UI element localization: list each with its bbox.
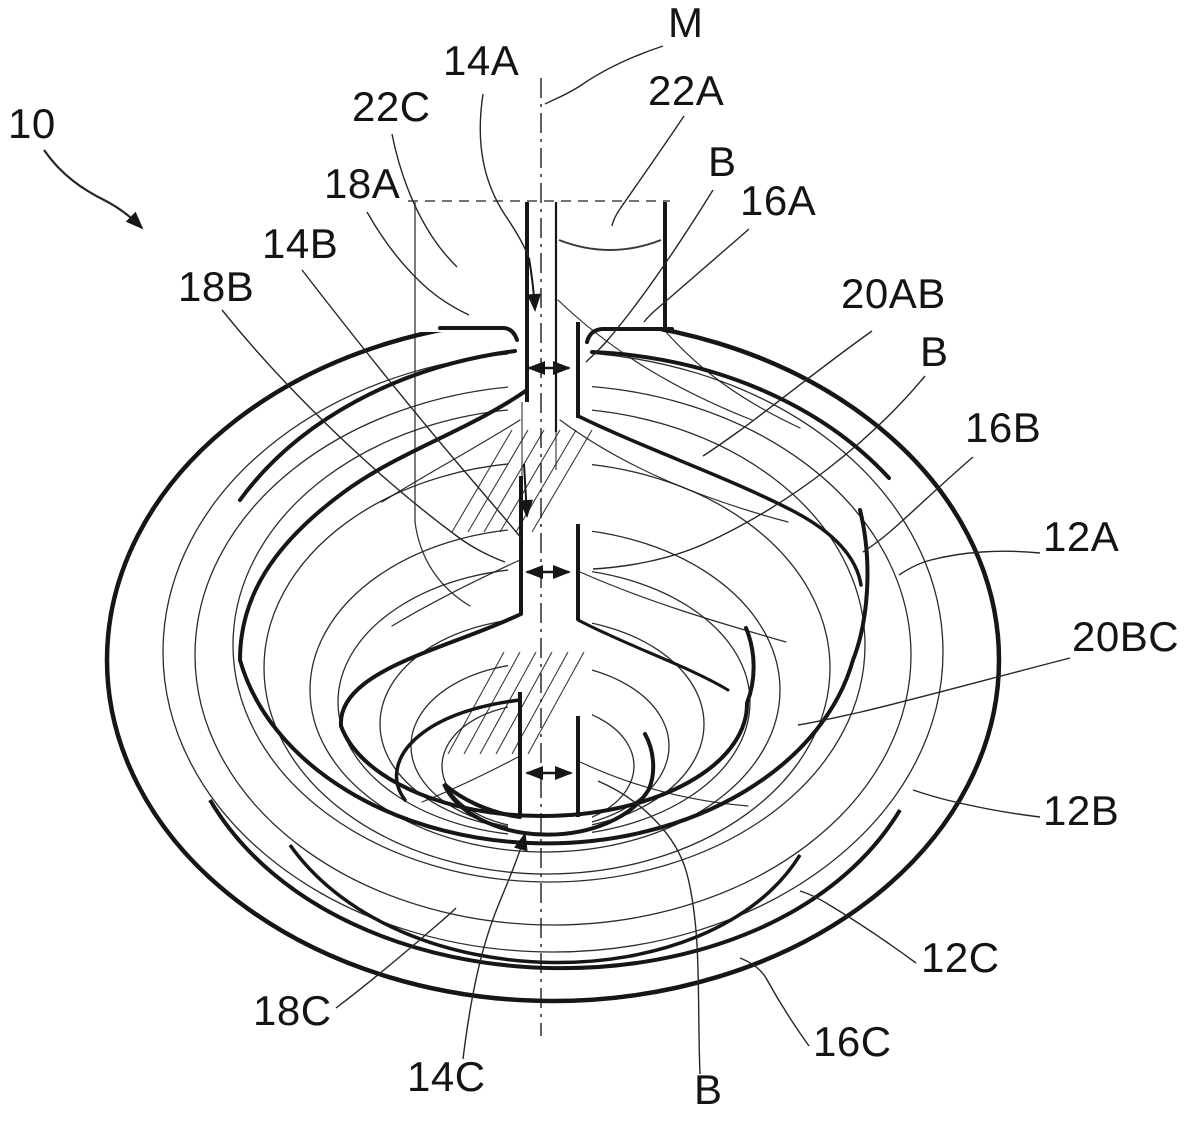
label-m: M	[668, 0, 704, 46]
leader-16c	[739, 957, 810, 1047]
label-22a: 22A	[648, 67, 725, 114]
leader-b-top	[585, 189, 714, 363]
label-18a: 18A	[324, 160, 401, 207]
leader-b-bottom	[597, 780, 701, 1075]
label-20ab: 20AB	[841, 270, 946, 317]
leader-14c	[462, 832, 528, 1060]
flow-arrow-down-top	[527, 257, 541, 312]
leader-22a	[611, 115, 685, 227]
leader-10	[43, 149, 144, 230]
label-b-mid: B	[920, 328, 949, 375]
label-b-bottom: B	[694, 1066, 723, 1113]
flow-arrow-down-middle	[519, 463, 533, 518]
leader-20ab	[702, 330, 873, 457]
label-14a: 14A	[443, 37, 520, 84]
dimension-arrows	[519, 257, 573, 780]
leader-14a	[479, 93, 530, 259]
leader-12b	[912, 789, 1041, 818]
label-14b: 14B	[262, 220, 339, 267]
label-12b: 12B	[1043, 787, 1120, 834]
tube-inner-arc	[558, 239, 662, 251]
label-18b: 18B	[178, 263, 255, 310]
leader-16a	[643, 228, 750, 323]
leader-16b	[862, 456, 974, 553]
leader-22c	[391, 133, 458, 268]
label-12c: 12C	[921, 934, 1000, 981]
label-b-top: B	[708, 138, 737, 185]
label-16a: 16A	[740, 177, 817, 224]
leader-12a	[898, 550, 1041, 576]
center-tube	[408, 200, 670, 817]
leader-b-mid	[592, 375, 926, 570]
label-12a: 12A	[1043, 513, 1120, 560]
leader-lines	[43, 45, 1071, 1075]
label-10: 10	[8, 100, 56, 147]
leader-18b	[221, 309, 506, 563]
leader-12c	[799, 890, 917, 964]
label-20bc: 20BC	[1072, 613, 1180, 660]
label-22c: 22C	[352, 83, 431, 130]
helical-stage-walls	[237, 299, 891, 846]
leader-20bc	[797, 657, 1071, 726]
leader-m	[544, 45, 664, 105]
label-14c: 14C	[407, 1053, 486, 1100]
leader-18a	[366, 211, 470, 316]
label-18c: 18C	[253, 987, 332, 1034]
leader-14b	[301, 269, 522, 539]
leader-18c	[335, 907, 457, 1009]
label-16b: 16B	[965, 404, 1042, 451]
label-16c: 16C	[813, 1018, 892, 1065]
ramp-hatching	[447, 429, 593, 755]
